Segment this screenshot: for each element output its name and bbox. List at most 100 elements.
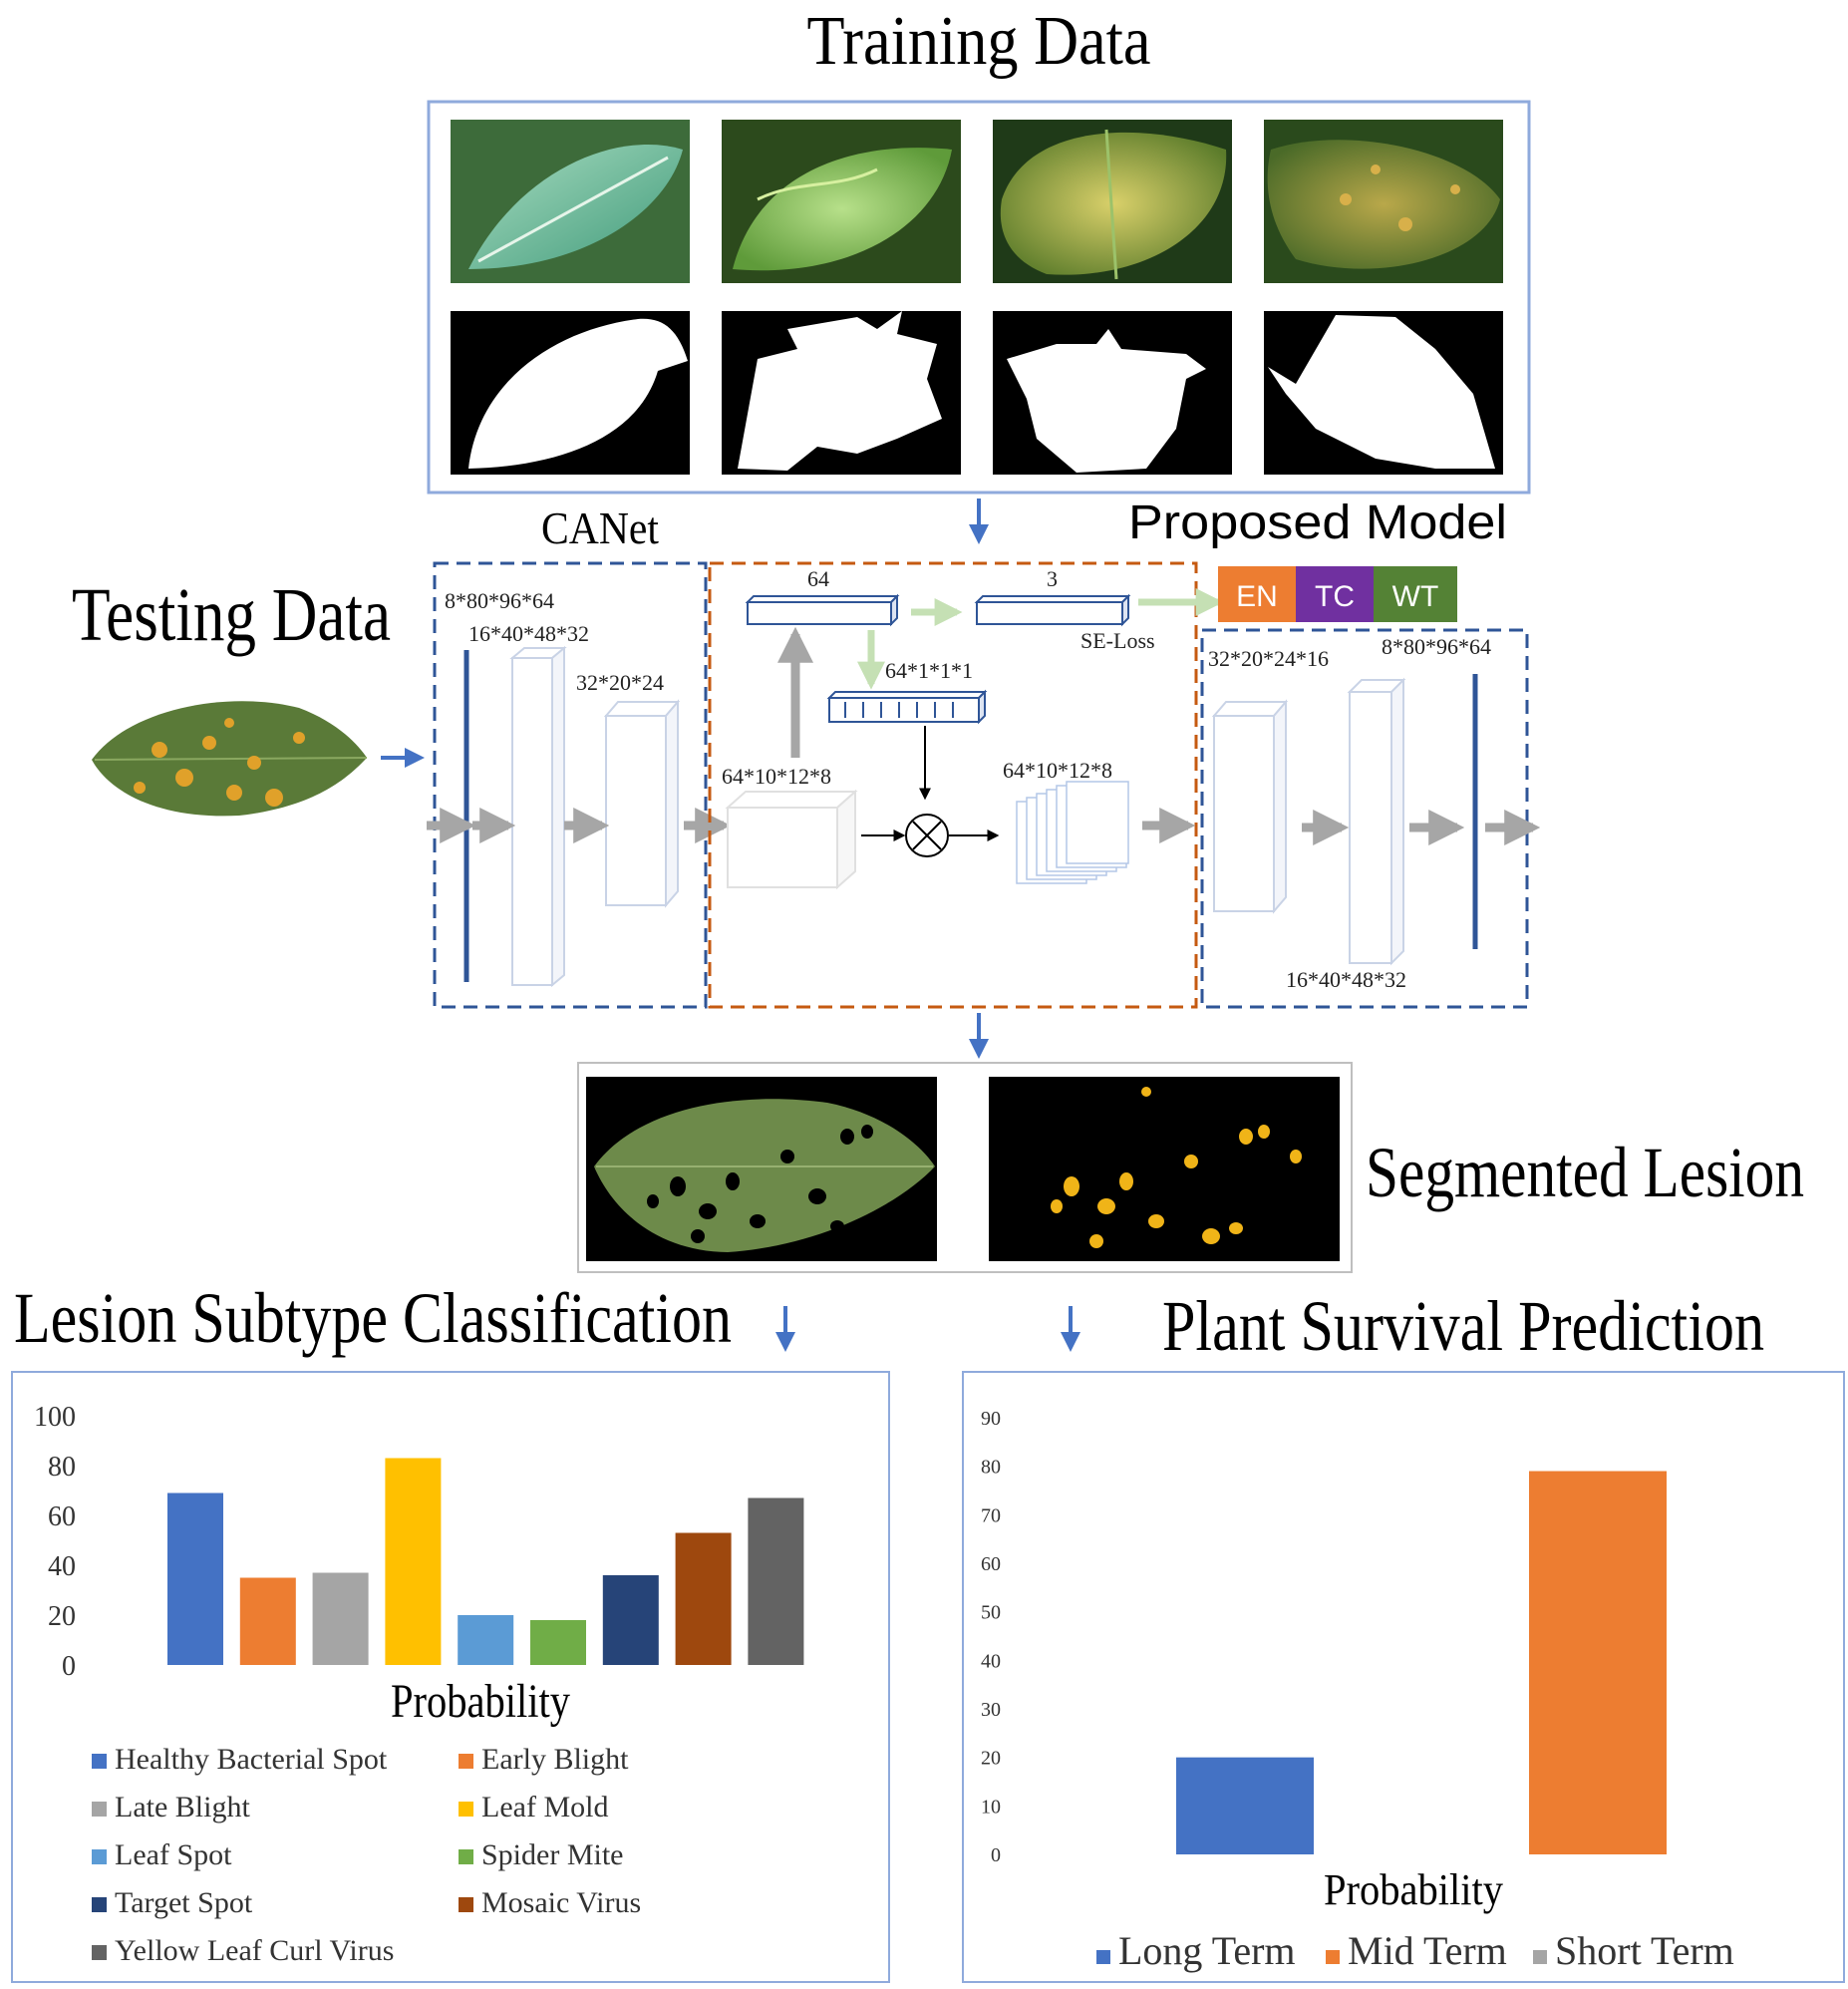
y-tick-label: 20 (48, 1601, 76, 1632)
tag-wt-label: WT (1392, 580, 1439, 613)
bar-long-term (1176, 1757, 1314, 1854)
mid-out-dim: 64*10*12*8 (1003, 758, 1112, 783)
classification-chart-frame (11, 1371, 890, 1983)
proposed-model-label: Proposed Model (1128, 497, 1507, 549)
legend-label: Leaf Spot (115, 1838, 232, 1871)
mid-in-dim: 64*10*12*8 (722, 764, 831, 789)
canet-label: CANet (541, 502, 659, 553)
dec-dim-1: 32*20*24*16 (1208, 646, 1329, 671)
output-tags: EN TC WT (1218, 566, 1457, 622)
legend-label: Long Term (1118, 1928, 1296, 1973)
legend-label: Yellow Leaf Curl Virus (115, 1934, 394, 1967)
legend-swatch (1533, 1950, 1547, 1964)
bar-spider-mite (530, 1620, 586, 1665)
training-leaf-photo-3 (993, 120, 1232, 283)
mid-input-block (725, 789, 858, 890)
training-mask-1 (451, 311, 690, 475)
dec-dim-2: 8*80*96*64 (1382, 634, 1491, 659)
bar-target-spot (602, 1575, 659, 1665)
enc-dim-1: 8*80*96*64 (445, 588, 554, 613)
legend-swatch (1096, 1950, 1110, 1964)
y-tick-label: 90 (981, 1408, 1001, 1430)
training-data-panel (427, 100, 1531, 495)
training-leaf-photo-1 (451, 120, 690, 283)
bar-mosaic-virus (675, 1532, 732, 1665)
y-tick-label: 0 (991, 1844, 1001, 1866)
legend-swatch (459, 1754, 473, 1769)
tag-tc-label: TC (1315, 580, 1355, 613)
encoder-block: 8*80*96*64 16*40*48*32 32*20*24 (427, 561, 732, 1009)
y-tick-label: 50 (981, 1602, 1001, 1624)
survival-chart-frame (962, 1371, 1845, 1983)
enc-dim-2: 16*40*48*32 (468, 621, 589, 646)
legend-label: Short Term (1555, 1928, 1734, 1973)
y-tick-label: 0 (62, 1651, 76, 1682)
bar-leaf-mold (385, 1458, 442, 1665)
fc2-dim: 3 (1047, 566, 1058, 591)
attention-block: 64 3 64*1*1*1 64*10*12*8 (708, 561, 1224, 1009)
legend-swatch (459, 1802, 473, 1817)
testing-leaf-image (92, 701, 368, 817)
tag-en-label: EN (1236, 580, 1278, 613)
legend-swatch (92, 1945, 107, 1960)
lesion-classification-title: Lesion Subtype Classification (14, 1278, 732, 1358)
bar-leaf-spot (458, 1615, 514, 1665)
lesion-mask-image (989, 1077, 1340, 1261)
bar-early-blight (239, 1577, 296, 1665)
bar-late-blight (312, 1572, 369, 1665)
y-tick-label: 20 (981, 1748, 1001, 1770)
legend-label: Leaf Mold (481, 1791, 608, 1823)
enc-layer-3 (603, 699, 681, 908)
training-mask-2 (722, 311, 961, 475)
fc-layer-1 (745, 593, 900, 627)
decoder-block: 32*20*24*16 8*80*96*64 16*40*48*32 (1200, 628, 1541, 1009)
tag-tc (1296, 566, 1374, 622)
bar-yellow-leaf-curl-virus (748, 1497, 804, 1665)
bar-mid-term (1529, 1471, 1667, 1854)
legend-swatch (1326, 1950, 1340, 1964)
y-tick-label: 60 (981, 1553, 1001, 1575)
multiply-operator (905, 814, 949, 857)
fc-layer-2 (974, 593, 1131, 627)
x-axis-label: Probability (1324, 1865, 1503, 1914)
legend-swatch (459, 1897, 473, 1912)
y-tick-label: 80 (48, 1452, 76, 1483)
legend-swatch (92, 1849, 107, 1864)
se-vector-dim: 64*1*1*1 (885, 658, 973, 683)
dec-dim-3: 16*40*48*32 (1286, 967, 1406, 992)
survival-prediction-title: Plant Survival Prediction (1162, 1286, 1764, 1366)
legend-label: Early Blight (481, 1743, 629, 1776)
se-loss-label: SE-Loss (1080, 628, 1155, 653)
legend-swatch (92, 1754, 107, 1769)
legend-label: Mosaic Virus (481, 1886, 641, 1919)
se-vector (826, 689, 988, 725)
segmented-lesion-title: Segmented Lesion (1366, 1133, 1804, 1212)
legend-label: Late Blight (115, 1791, 250, 1823)
bar-healthy-bacterial-spot (167, 1492, 223, 1665)
y-tick-label: 100 (34, 1402, 76, 1433)
segmented-lesion-panel (577, 1062, 1353, 1273)
y-tick-label: 10 (981, 1796, 1001, 1818)
fc1-dim: 64 (807, 566, 829, 591)
training-mask-3 (993, 311, 1232, 475)
legend-label: Target Spot (115, 1886, 253, 1919)
dec-layer-2 (1347, 677, 1406, 966)
legend-label: Mid Term (1348, 1928, 1507, 1973)
enc-dim-3: 32*20*24 (576, 670, 664, 695)
tag-wt (1374, 566, 1457, 622)
y-tick-label: 40 (981, 1650, 1001, 1672)
training-leaf-photo-2 (722, 120, 961, 283)
legend-label: Healthy Bacterial Spot (115, 1743, 388, 1776)
legend-swatch (92, 1802, 107, 1817)
tag-en (1218, 566, 1296, 622)
segmented-leaf-image (586, 1077, 937, 1261)
enc-layer-2 (509, 645, 567, 988)
training-data-title: Training Data (807, 3, 1151, 80)
legend-swatch (92, 1897, 107, 1912)
legend-label: Spider Mite (481, 1838, 624, 1871)
dec-layer-1 (1211, 699, 1289, 914)
testing-data-title: Testing Data (72, 573, 391, 657)
x-axis-label: Probability (391, 1675, 570, 1728)
